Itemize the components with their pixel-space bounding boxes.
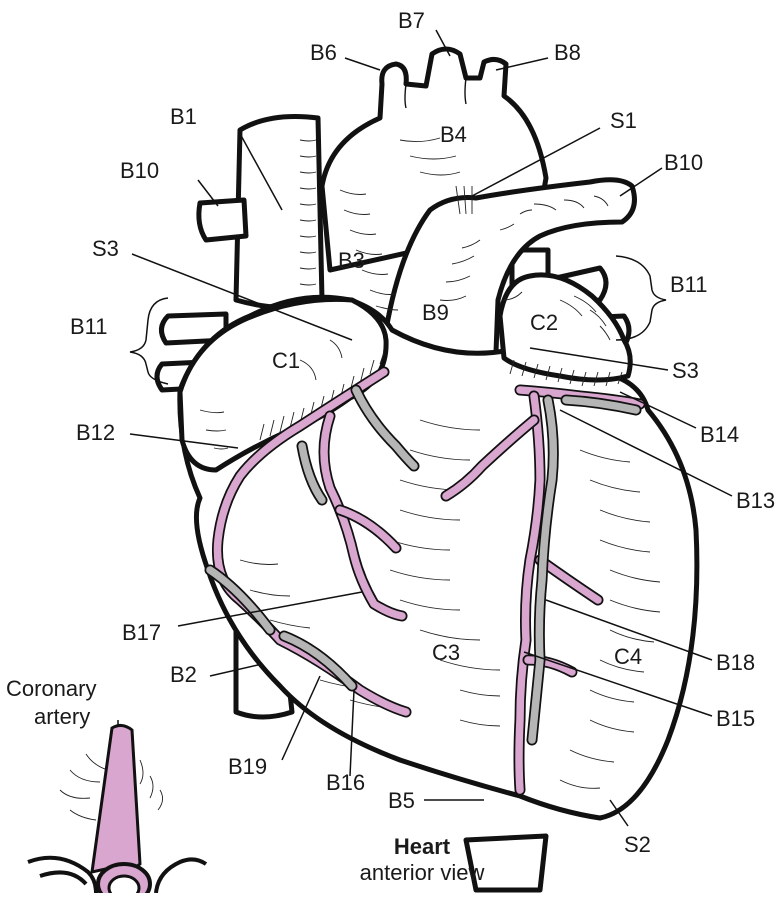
label-b5: B5 [388, 788, 415, 813]
diagram-title: Heart [394, 834, 451, 859]
label-s2: S2 [624, 832, 651, 857]
label-b14: B14 [700, 422, 739, 447]
label-b8: B8 [554, 40, 581, 65]
left-atrium [500, 275, 630, 380]
label-b11-left: B11 [70, 314, 108, 339]
diagram-subtitle: anterior view [360, 860, 485, 885]
inset-label-artery: artery [34, 704, 90, 729]
label-b11-right: B11 [670, 272, 708, 297]
label-s3-left: S3 [92, 236, 119, 261]
superior-vena-cava [236, 117, 322, 308]
label-b19: B19 [228, 754, 267, 779]
label-b13: B13 [736, 488, 775, 513]
coronary-artery-inset [28, 725, 206, 893]
label-c1: C1 [272, 348, 300, 373]
label-b9: B9 [422, 300, 449, 325]
inset-artery-tube [92, 725, 140, 872]
label-b7: B7 [398, 8, 425, 33]
label-b4: B4 [440, 122, 467, 147]
label-b16: B16 [326, 770, 365, 795]
label-b1: B1 [170, 104, 197, 129]
label-b10-right: B10 [664, 150, 703, 175]
label-b18: B18 [716, 650, 755, 675]
left-vessel-branch-upper [199, 200, 246, 240]
label-b10-left: B10 [120, 158, 159, 183]
label-b12: B12 [76, 420, 115, 445]
label-b6: B6 [310, 40, 337, 65]
inset-label-coronary: Coronary [6, 676, 96, 701]
label-s3-right: S3 [672, 358, 699, 383]
label-b3: B3 [338, 248, 365, 273]
label-c2: C2 [530, 310, 558, 335]
label-c4: C4 [614, 644, 642, 669]
label-c3: C3 [432, 640, 460, 665]
label-b17: B17 [122, 620, 161, 645]
label-b2: B2 [170, 662, 197, 687]
label-s1: S1 [610, 108, 637, 133]
label-b15: B15 [716, 706, 755, 731]
